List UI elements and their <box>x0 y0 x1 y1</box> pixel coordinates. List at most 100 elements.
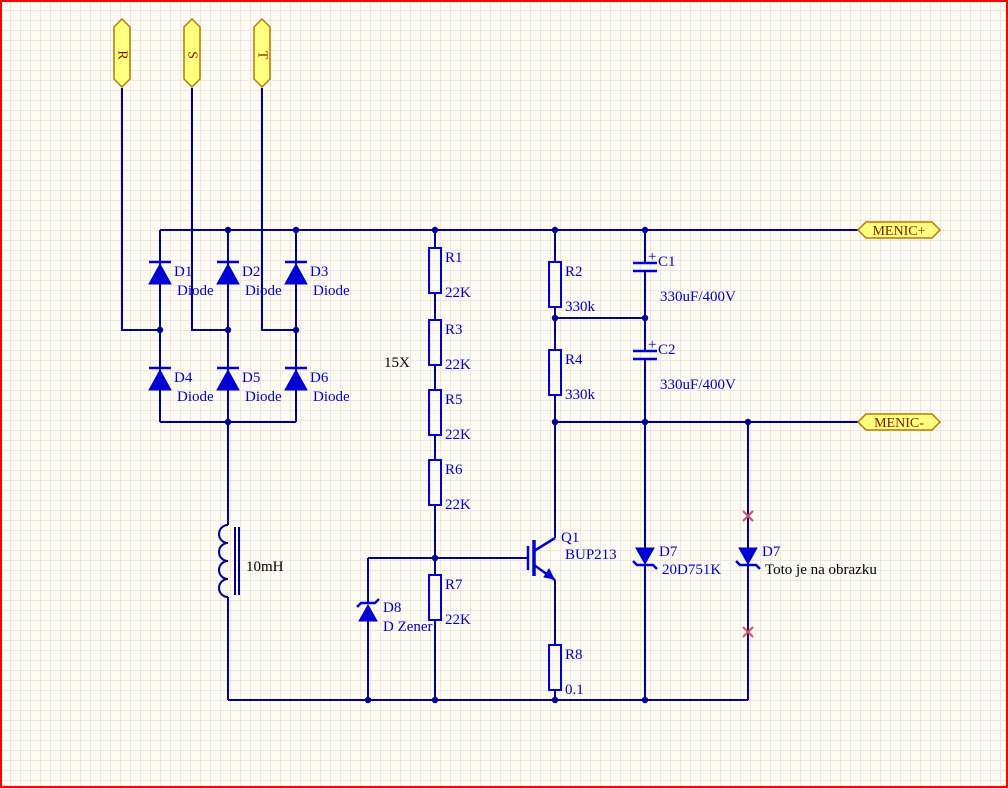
diode-D4-triangle <box>148 368 172 391</box>
junction-dot <box>224 226 232 234</box>
resistor-R1-ref: R1 <box>445 250 463 266</box>
transistor-Q1-value: BUP213 <box>565 547 617 563</box>
junction-dot <box>551 418 559 426</box>
resistor-R4-body <box>548 349 562 396</box>
capacitor-C2[interactable]: + C2 330uF/400V <box>633 337 736 393</box>
resistor-R5[interactable]: R5 22K <box>428 389 471 443</box>
diode-D4[interactable]: D4 Diode <box>148 366 214 405</box>
diode-D3[interactable]: D3 Diode <box>284 260 350 299</box>
transistor-Q1-collector-lead <box>533 536 556 553</box>
transistor-Q1-ref: Q1 <box>561 530 579 546</box>
junction-dot <box>744 418 752 426</box>
resistor-R7[interactable]: R7 22K <box>428 574 471 628</box>
no-erc-marker-top[interactable] <box>742 510 754 522</box>
transistor-Q1[interactable]: Q1 BUP213 <box>526 530 617 582</box>
connector-R-shape <box>113 17 131 89</box>
connector-T-label: T <box>255 51 270 60</box>
diode-D5-value: Diode <box>245 389 282 405</box>
connector-R[interactable]: R <box>113 17 131 89</box>
capacitor-C2-value: 330uF/400V <box>660 377 736 393</box>
diode-D2-triangle <box>216 262 240 285</box>
capacitor-C1-value: 330uF/400V <box>660 289 736 305</box>
x-mark-line <box>742 626 754 638</box>
junction-dot <box>364 696 372 704</box>
capacitor-C1[interactable]: + C1 330uF/400V <box>633 249 736 305</box>
diode-D2-value: Diode <box>245 283 282 299</box>
port-menic-minus-label: MENIC- <box>874 416 924 431</box>
inductor-value: 10mH <box>246 559 284 575</box>
junction-dot <box>641 418 649 426</box>
connector-T-shape <box>253 17 271 89</box>
resistor-R4-value: 330k <box>565 387 596 403</box>
connector-R-label: R <box>115 50 130 60</box>
port-menic-plus[interactable]: MENIC+ <box>856 221 942 239</box>
inductor[interactable]: 10mH <box>218 524 284 598</box>
x-mark-line <box>742 510 754 522</box>
resistor-R7-body <box>428 574 442 621</box>
resistor-R6-ref: R6 <box>445 462 463 478</box>
resistor-R6-value: 22K <box>445 497 471 513</box>
diode-D2-ref: D2 <box>242 264 260 280</box>
varistor-D7A[interactable]: D7 20D751K <box>632 544 721 578</box>
junction-dots <box>156 226 752 704</box>
zener-D8-cathode-bar <box>356 598 380 608</box>
resistor-R4[interactable]: R4 330k <box>548 349 596 403</box>
junction-dot <box>641 226 649 234</box>
diode-D1[interactable]: D1 Diode <box>148 260 214 299</box>
varistor-D7A-value: 20D751K <box>662 562 721 578</box>
junction-dot <box>224 326 232 334</box>
inductor-coil <box>218 524 229 598</box>
diode-D5-triangle <box>216 368 240 391</box>
junction-dot <box>641 314 649 322</box>
capacitor-C2-ref: C2 <box>658 342 676 358</box>
diode-D2[interactable]: D2 Diode <box>216 260 282 299</box>
resistor-R6-body <box>428 459 442 506</box>
port-menic-minus[interactable]: MENIC- <box>856 413 942 431</box>
resistor-R8-value: 0.1 <box>565 682 584 698</box>
connector-S[interactable]: S <box>183 17 201 89</box>
diode-D4-value: Diode <box>177 389 214 405</box>
junction-dot <box>431 226 439 234</box>
junction-dot <box>156 326 164 334</box>
varistor-D7B-ref: D7 <box>762 544 781 560</box>
resistor-R3[interactable]: R3 22K <box>428 319 471 373</box>
varistor-D7A-triangle <box>635 547 655 566</box>
varistor-D7B-triangle <box>738 547 758 566</box>
diode-D1-value: Diode <box>177 283 214 299</box>
no-erc-marker-bottom[interactable] <box>742 626 754 638</box>
resistor-R3-value: 22K <box>445 357 471 373</box>
resistor-R8-body <box>548 644 562 691</box>
wire-phase-t[interactable] <box>261 88 296 331</box>
resistor-R5-value: 22K <box>445 427 471 443</box>
resistor-R1-value: 22K <box>445 285 471 301</box>
junction-dot <box>431 554 439 562</box>
varistor-D7A-cathode-bar <box>632 560 658 570</box>
diode-D4-ref: D4 <box>174 370 193 386</box>
resistor-R2-value: 330k <box>565 299 596 315</box>
wires <box>121 88 858 701</box>
resistor-R5-body <box>428 389 442 436</box>
wire-phase-s[interactable] <box>191 88 228 331</box>
capacitor-C1-ref: C1 <box>658 254 676 270</box>
zener-D8[interactable]: D8 D Zener <box>356 598 433 635</box>
resistor-R8-ref: R8 <box>565 647 583 663</box>
resistor-R2[interactable]: R2 330k <box>548 261 596 315</box>
resistor-R6[interactable]: R6 22K <box>428 459 471 513</box>
junction-dot <box>224 418 232 426</box>
diode-D6[interactable]: D6 Diode <box>284 366 350 405</box>
resistor-R1[interactable]: R1 22K <box>428 247 471 301</box>
junction-dot <box>551 314 559 322</box>
diode-D5[interactable]: D5 Diode <box>216 366 282 405</box>
wire-phase-r[interactable] <box>121 88 160 331</box>
diode-D3-value: Diode <box>313 283 350 299</box>
junction-dot <box>292 226 300 234</box>
junction-dot <box>641 696 649 704</box>
resistor-R8[interactable]: R8 0.1 <box>548 644 584 698</box>
connector-T[interactable]: T <box>253 17 271 89</box>
varistor-D7B[interactable]: D7 Toto je na obrazku <box>735 544 877 578</box>
resistor-R7-value: 22K <box>445 612 471 628</box>
zener-D8-triangle <box>358 603 378 622</box>
resistor-R1-body <box>428 247 442 294</box>
